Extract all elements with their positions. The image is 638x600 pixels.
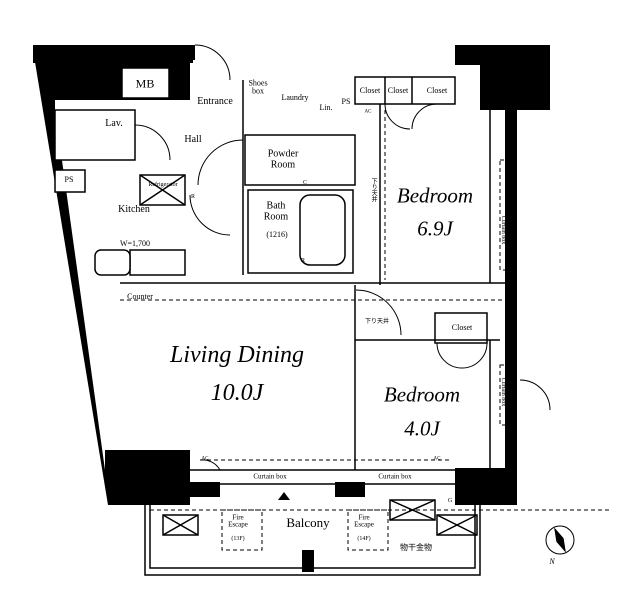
ac-label-2: AC [201,456,209,462]
lowered-ceiling-label-1: 下り天井 [370,178,377,202]
ac-label-3: AC [433,456,441,462]
r-mark-1: R [190,193,196,200]
compass-icon [545,525,575,555]
fire-escape-floor-2: (14F) [357,535,371,542]
room-label-bedroom-2: Bedroom [383,382,461,407]
room-label-closet-2: Closet [387,85,409,95]
laundry-hanger-label: 物干金物 [400,542,432,552]
room-label-laundry: Laundry [281,92,309,102]
dashed-lines [120,110,610,551]
room-size-bedroom-2: 4.0J [404,416,440,441]
room-label-lav: Lav. [105,117,123,129]
kitchen-width-label: W=1,700 [119,238,151,248]
r-mark-2: R [300,257,306,264]
room-label-hall: Hall [184,133,202,145]
fire-escape-label-2: Fire Escape [354,513,374,529]
room-label-mb: MB [135,76,155,91]
room-label-closet-3: Closet [426,85,448,95]
room-label-linen: Lin. [319,102,333,112]
entry-marker-icon [278,492,290,500]
room-label-ps-top: PS [341,96,351,106]
c-mark: C [302,179,308,186]
room-label-closet-1: Closet [359,85,381,95]
room-label-refrigerator: Refrigerator [148,181,178,188]
room-label-balcony: Balcony [286,515,330,531]
room-label-living-dining: Living Dining [169,342,305,368]
ac-label-1: AC [364,109,372,115]
room-label-bath-room: Bath Room [263,200,289,222]
north-label: N [549,556,555,566]
curtain-box-label-3: Curtain box [500,215,507,245]
lowered-ceiling-label-2: 下り天井 [364,318,390,325]
door-swings [134,44,551,471]
fire-escape-floor-1: (13F) [231,535,245,542]
balcony-outline [144,483,481,576]
room-label-powder-room: Powder Room [267,148,299,170]
fire-escape-label-1: Fire Escape [228,513,248,529]
room-size-bedroom-1: 6.9J [417,216,453,241]
room-label-shoes-box: Shoes box [248,78,268,96]
room-label-entrance: Entrance [197,95,233,107]
interior-walls [54,67,505,471]
curtain-box-label-2: Curtain box [378,472,412,481]
room-label-bath-size: (1216) [266,229,288,239]
curtain-box-label-4: Curtain box [500,377,507,407]
room-label-closet-4: Closet [451,322,473,332]
structural-walls [33,45,550,572]
room-label-kitchen: Kitchen [118,203,150,215]
room-label-bedroom-1: Bedroom [396,183,474,208]
g-mark: G [447,497,453,504]
curtain-box-label-1: Curtain box [253,472,287,481]
room-label-counter: Counter [127,291,153,301]
room-label-ps-left: PS [64,174,74,184]
room-size-living-dining: 10.0J [210,380,264,406]
